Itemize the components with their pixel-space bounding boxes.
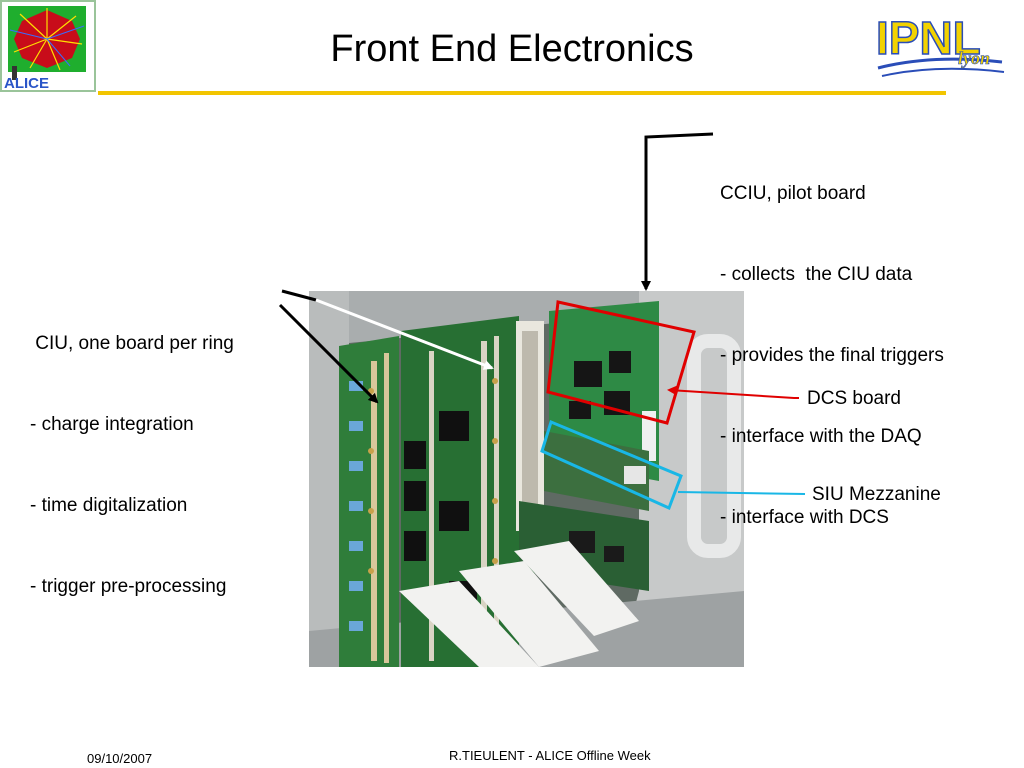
cciu-item: - provides the final triggers xyxy=(720,345,944,366)
cciu-annotation: CCIU, pilot board - collects the CIU dat… xyxy=(720,126,944,558)
ciu-item: - charge integration xyxy=(30,414,194,435)
ipnl-logo-sub: lyon xyxy=(958,48,990,68)
cciu-item: - collects the CIU data xyxy=(720,264,913,285)
footer-date: 09/10/2007 xyxy=(87,751,153,766)
ipnl-logo-icon: IPNL lyon xyxy=(875,11,1005,77)
cciu-arrow xyxy=(641,132,714,291)
siu-mezzanine-label: SIU Mezzanine xyxy=(812,484,941,505)
cciu-item: - interface with the DAQ xyxy=(720,426,922,447)
dcs-board-label: DCS board xyxy=(807,388,901,409)
ciu-heading: CIU, one board per ring xyxy=(30,333,234,354)
alice-logo-icon: ALICE xyxy=(0,0,96,92)
ipnl-logo-text: IPNL xyxy=(876,12,981,64)
alice-logo-text: ALICE xyxy=(4,75,49,92)
ciu-item: - time digitalization xyxy=(30,495,188,516)
electronics-crate-photo-icon xyxy=(309,291,744,667)
cciu-item: - interface with DCS xyxy=(720,507,889,528)
cciu-heading: CCIU, pilot board xyxy=(720,183,866,204)
slide-title: Front End Electronics xyxy=(330,28,694,70)
title-underline xyxy=(98,91,946,95)
ciu-annotation: CIU, one board per ring - charge integra… xyxy=(30,276,234,627)
ciu-item: - trigger pre-processing xyxy=(30,576,227,597)
footer-author: R.TIEULENT - ALICE Offline Week xyxy=(449,748,651,763)
